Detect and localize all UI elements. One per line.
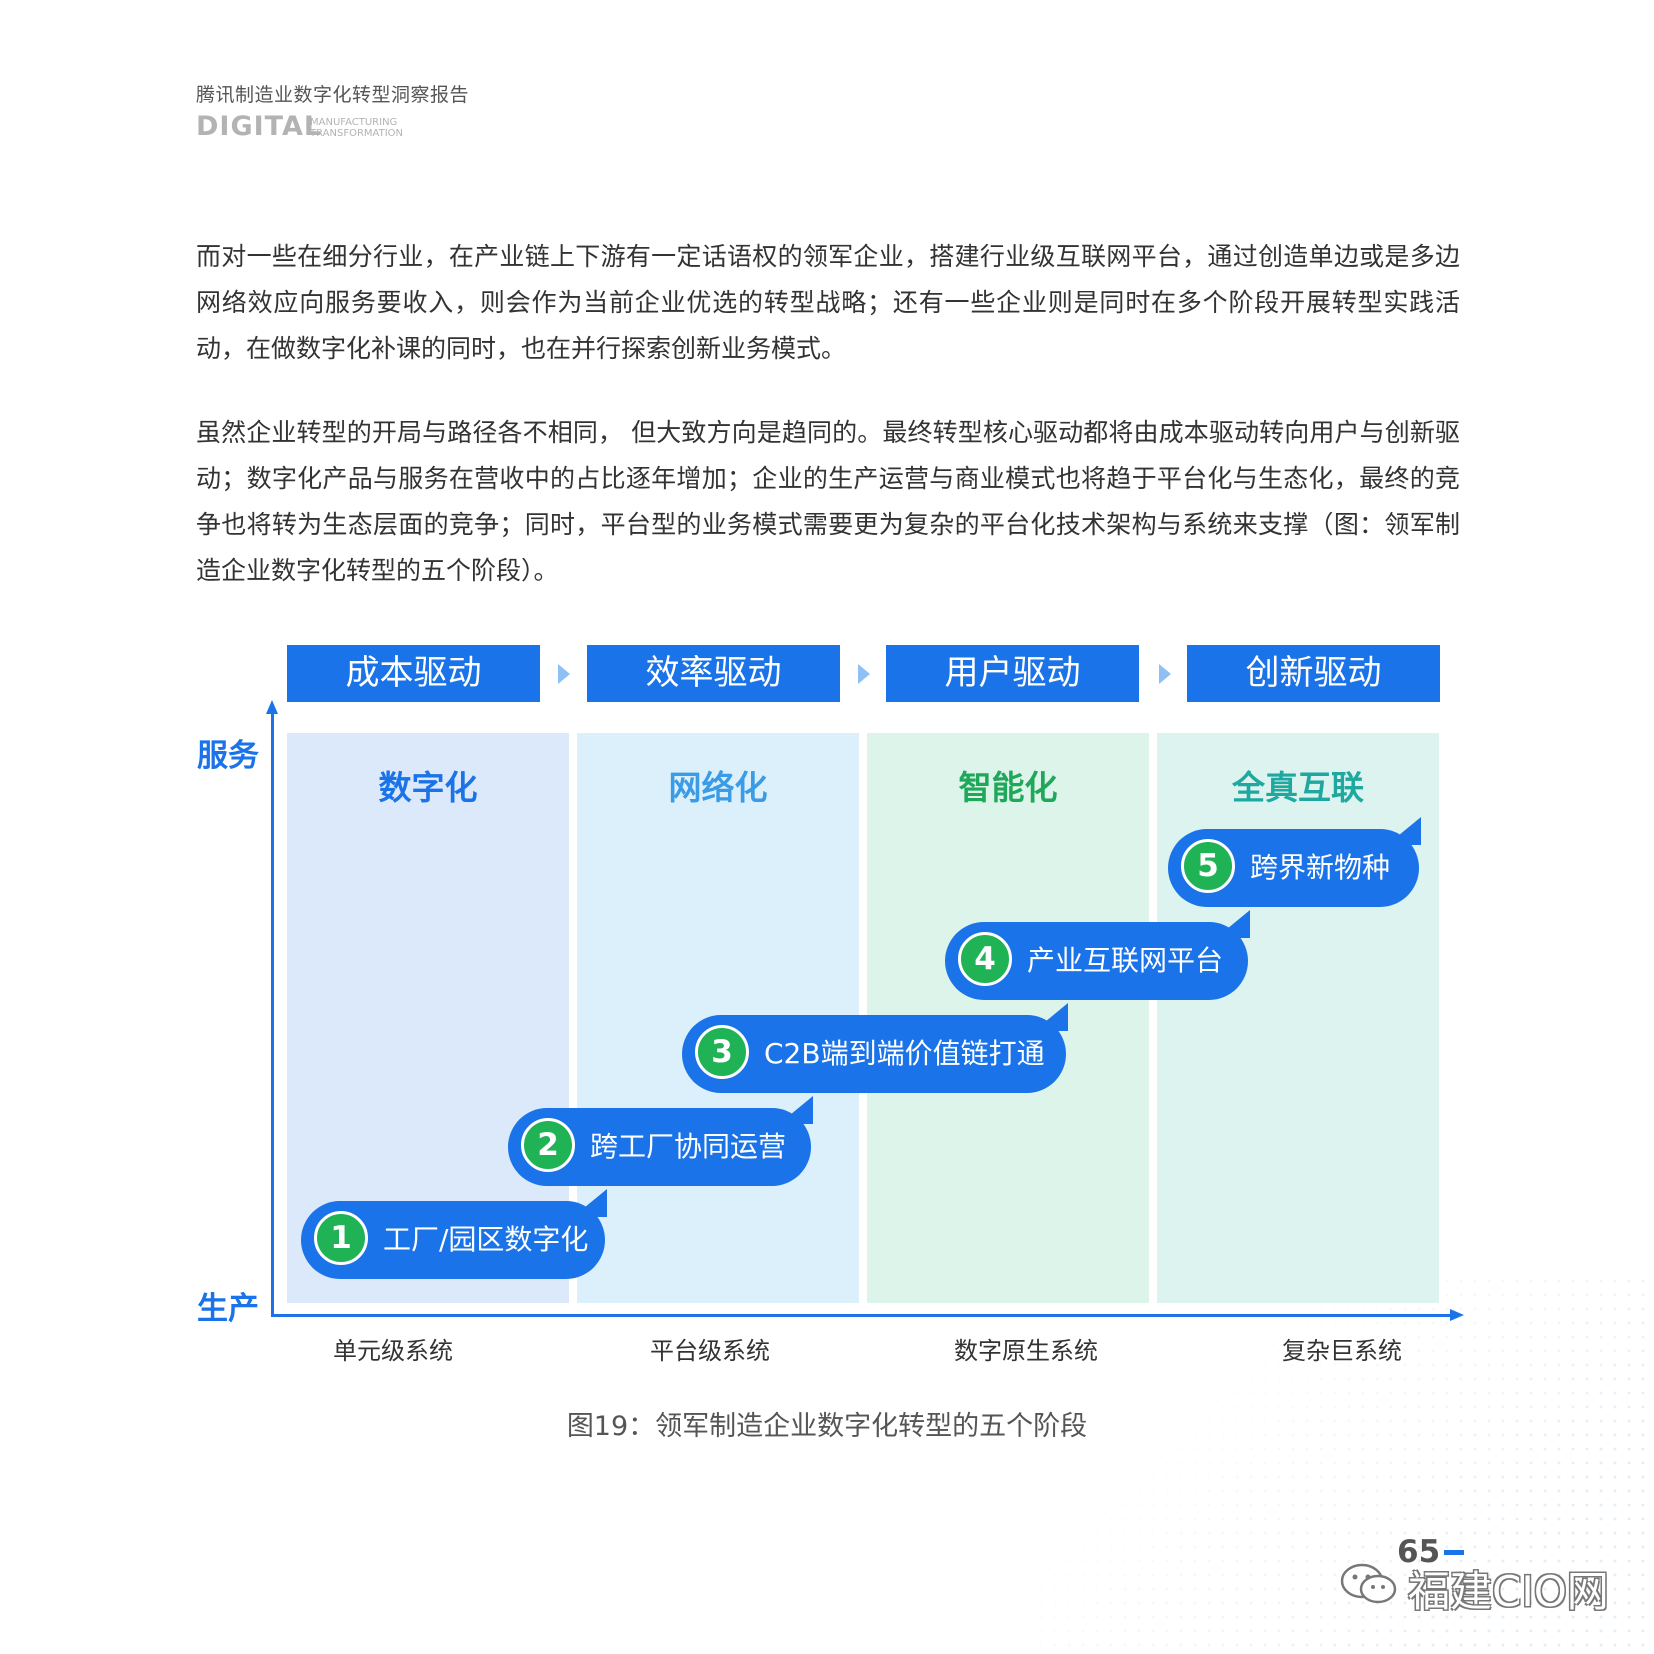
x-category: 平台级系统 [650, 1337, 770, 1365]
decorative-dot-pattern [1034, 1274, 1654, 1654]
stage-number-badge: 5 [1181, 839, 1235, 893]
page-number: 65 [1397, 1534, 1441, 1570]
driver-innovation: 创新驱动 [1187, 645, 1440, 702]
stage-bubble-3: 3 C2B端到端价值链打通 [682, 1003, 1068, 1093]
watermark-text: 福建CIO网 [1408, 1567, 1609, 1616]
driver-efficiency: 效率驱动 [587, 645, 840, 702]
brand-subtitle-line2: TRANSFORMATION [310, 128, 403, 139]
stage-label: C2B端到端价值链打通 [764, 1037, 1045, 1070]
x-axis-line [271, 1314, 1452, 1317]
column-title: 网络化 [668, 768, 768, 807]
x-category: 数字原生系统 [954, 1337, 1098, 1365]
paragraph-2: 虽然企业转型的开局与路径各不相同， 但大致方向是趋同的。最终转型核心驱动都将由成… [196, 418, 1460, 585]
stage-number-badge: 1 [314, 1211, 368, 1265]
stage-bubble-4: 4 产业互联网平台 [945, 910, 1250, 1000]
arrow-right-icon [1450, 1309, 1464, 1321]
brand-subtitle-line1: MANUFACTURING [310, 117, 398, 128]
column-title: 数字化 [378, 768, 478, 807]
driver-user: 用户驱动 [886, 645, 1139, 702]
chevron-right-icon [558, 664, 570, 684]
chevron-right-icon [1159, 664, 1171, 684]
bubble-tail [1216, 910, 1250, 938]
stage-bubble-5: 5 跨界新物种 [1168, 817, 1421, 907]
stage-label: 工厂/园区数字化 [383, 1223, 589, 1256]
column-title: 智能化 [958, 768, 1058, 807]
driver-cost: 成本驱动 [287, 645, 540, 702]
wechat-icon [1340, 1563, 1397, 1604]
x-category: 复杂巨系统 [1282, 1337, 1402, 1365]
stage-label: 跨界新物种 [1250, 851, 1391, 884]
bubble-tail [573, 1189, 607, 1217]
stage-label: 跨工厂协同运营 [590, 1130, 787, 1163]
bubble-tail [779, 1096, 813, 1124]
stage-number-badge: 3 [695, 1025, 749, 1079]
column-title: 全真互联 [1232, 768, 1364, 807]
stage-number-badge: 4 [958, 932, 1012, 986]
bubble-tail [1387, 817, 1421, 845]
x-category: 单元级系统 [333, 1337, 453, 1365]
arrow-up-icon [266, 700, 278, 714]
report-title: 腾讯制造业数字化转型洞察报告 [196, 84, 470, 106]
paragraph-1: 而对一些在细分行业，在产业链上下游有一定话语权的领军企业，搭建行业级互联网平台，… [196, 242, 1460, 363]
y-axis-top-label: 服务 [197, 738, 259, 774]
brand-digital: DIGITAL [196, 111, 323, 142]
stage-bubble-2: 2 跨工厂协同运营 [508, 1096, 813, 1186]
page-number-bar [1444, 1550, 1464, 1555]
chevron-right-icon [858, 664, 870, 684]
brand-subtitle: MANUFACTURING TRANSFORMATION [310, 117, 403, 139]
y-axis-bottom-label: 生产 [197, 1291, 259, 1327]
stage-label: 产业互联网平台 [1027, 944, 1224, 977]
bubble-tail [1034, 1003, 1068, 1031]
figure-caption: 图19：领军制造企业数字化转型的五个阶段 [566, 1411, 1088, 1442]
y-axis-line [271, 712, 274, 1317]
stage-number-badge: 2 [521, 1118, 575, 1172]
stage-bubble-1: 1 工厂/园区数字化 [301, 1189, 607, 1279]
